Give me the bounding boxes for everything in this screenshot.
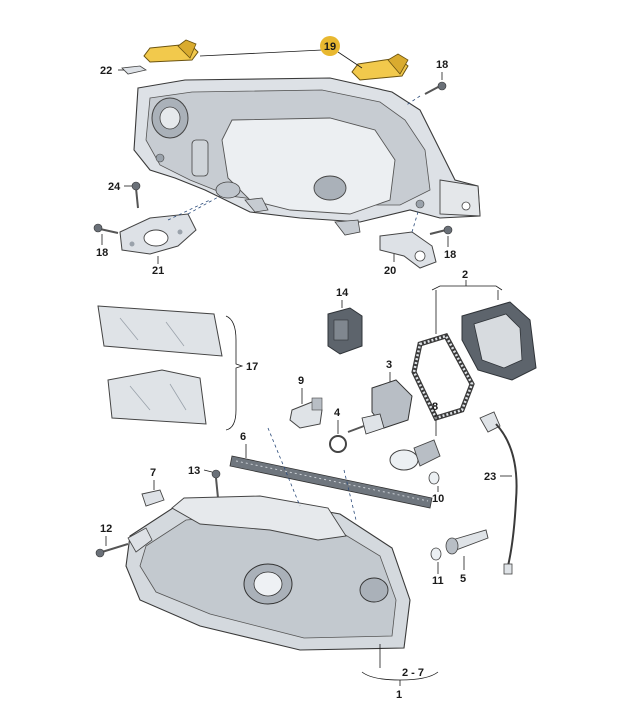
connector-part-14 (327, 307, 363, 355)
callout-5: 5 (460, 573, 466, 585)
mount-bracket-part-21 (119, 213, 197, 255)
callout-badge-19: 19 (320, 36, 340, 56)
callout-23: 23 (484, 471, 496, 483)
clip-part-19-right (351, 53, 409, 81)
screw-part-13 (211, 469, 221, 499)
screw-part-18-top (424, 81, 447, 95)
callout-22: 22 (100, 65, 112, 77)
spring-clip-part-22 (121, 65, 148, 75)
retaining-ring-part-4 (329, 435, 347, 453)
clip-part-7 (141, 489, 165, 507)
callout-18-right: 18 (444, 249, 456, 261)
callout-17: 17 (246, 361, 258, 373)
callout-11: 11 (432, 575, 444, 587)
callout-4: 4 (334, 407, 341, 419)
headlight-bulb-part-8 (389, 439, 441, 471)
callout-9: 9 (298, 375, 304, 387)
screw-part-24 (131, 181, 141, 209)
callout-20: 20 (384, 265, 396, 277)
cap-cover-part-2 (461, 301, 537, 381)
callout-18-left: 18 (96, 247, 108, 259)
callout-3: 3 (386, 359, 392, 371)
callout-12: 12 (100, 523, 112, 535)
bulb-part-5 (445, 529, 489, 555)
small-bulb-part-10 (428, 471, 440, 485)
callout-1: 1 (396, 689, 402, 701)
callout-10: 10 (432, 493, 444, 505)
callout-21: 21 (152, 265, 164, 277)
headlight-housing-rear (133, 77, 481, 236)
bulb-holder-part-3 (347, 379, 413, 435)
bulb-socket-part-9 (289, 397, 323, 429)
callout-18-top: 18 (436, 59, 448, 71)
screw-part-12 (95, 543, 129, 558)
callout-13: 13 (188, 465, 200, 477)
clip-part-19-left (143, 39, 199, 63)
seal-strip-part-6 (229, 455, 433, 509)
callout-7: 7 (150, 467, 156, 479)
small-bulb-part-11 (430, 547, 442, 561)
glass-pane-part-17-lower (107, 369, 207, 425)
callout-2-7: 2 - 7 (402, 667, 424, 679)
glass-pane-part-17-upper (97, 305, 223, 357)
screw-part-18-right (429, 225, 453, 235)
mount-bracket-part-20 (379, 231, 437, 269)
gasket-ring-part-2 (411, 333, 475, 422)
headlight-assembly-part-1 (125, 495, 411, 651)
callout-24: 24 (108, 181, 121, 193)
screw-part-18-left (93, 223, 119, 234)
callout-6: 6 (240, 431, 246, 443)
wiring-harness-part-23 (479, 411, 518, 575)
callout-2: 2 (462, 269, 468, 281)
callout-14: 14 (336, 287, 349, 299)
callout-8: 8 (432, 401, 438, 413)
callout-19: 19 (324, 41, 336, 53)
